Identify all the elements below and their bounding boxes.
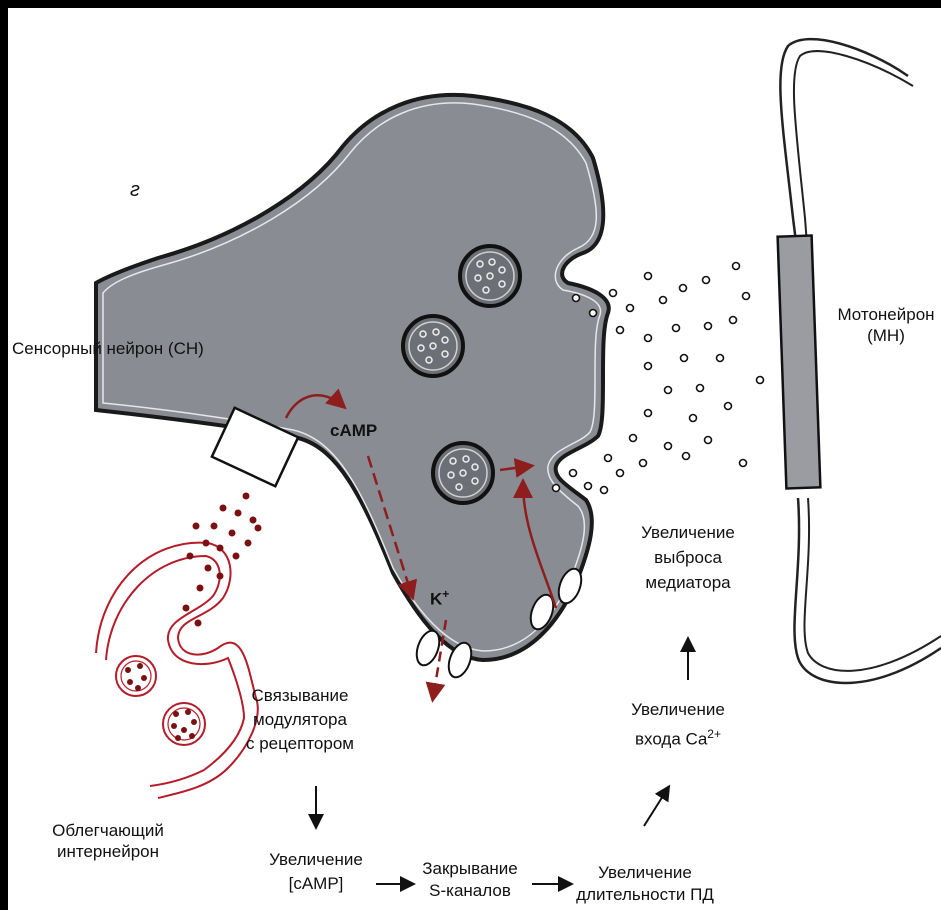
binding-step-line3: с рецептором	[240, 732, 360, 756]
synapse-diagram	[8, 8, 941, 910]
ca-entry-word: входа	[635, 730, 681, 749]
k-ion-charge: +	[442, 587, 449, 601]
k-ion: K	[430, 590, 442, 609]
interneuron-label-line2: интернейрон	[38, 841, 178, 862]
motor-neuron-label-line1: Мотонейрон	[828, 304, 941, 325]
motor-neuron-label-line2: (МН)	[828, 325, 941, 346]
release-line2: выброса	[628, 545, 748, 570]
vesicle	[460, 246, 520, 306]
sensory-neuron-label: Сенсорный нейрон (СН)	[12, 338, 204, 359]
ca-ion: Ca	[686, 730, 708, 749]
s-channel-closing-step: Закрывание S-каналов	[412, 858, 528, 902]
panel-letter: г	[130, 180, 140, 201]
interneuron-vesicle	[163, 703, 205, 745]
ca-entry-line1: Увеличение	[618, 698, 738, 722]
ca-entry-line2: входа Ca2+	[618, 722, 738, 752]
release-step: Увеличение выброса медиатора	[628, 520, 748, 595]
postsynaptic-membrane	[778, 235, 821, 488]
camp-increase-line1: Увеличение	[258, 848, 374, 872]
motor-neuron-label: Мотонейрон (МН)	[828, 304, 941, 346]
interneuron-label-line1: Облегчающий	[38, 820, 178, 841]
s-channel-closing-line2: S-каналов	[412, 880, 528, 902]
ap-duration-step: Увеличение длительности ПД	[570, 862, 720, 906]
ap-duration-line1: Увеличение	[570, 862, 720, 884]
s-channel-closing-line1: Закрывание	[412, 858, 528, 880]
interneuron-label: Облегчающий интернейрон	[38, 820, 178, 862]
release-line1: Увеличение	[628, 520, 748, 545]
release-line3: медиатора	[628, 570, 748, 595]
camp-increase-line2: [cAMP]	[258, 872, 374, 896]
ca-entry-step: Увеличение входа Ca2+	[618, 698, 738, 752]
k-ion-label: K+	[430, 584, 449, 610]
vesicle	[403, 316, 463, 376]
camp-increase-step: Увеличение [cAMP]	[258, 848, 374, 896]
ca-ion-charge: 2+	[707, 727, 721, 741]
modulator	[183, 493, 262, 627]
binding-step: Связывание модулятора с рецептором	[240, 684, 360, 756]
camp-label: cAMP	[330, 420, 377, 441]
binding-step-line1: Связывание	[240, 684, 360, 708]
binding-step-line2: модулятора	[240, 708, 360, 732]
ap-duration-line2: длительности ПД	[570, 884, 720, 906]
sensory-neuron-terminal	[96, 95, 609, 660]
figure-canvas: г Сенсорный нейрон (СН) Мотонейрон (МН) …	[8, 8, 941, 910]
interneuron-vesicle	[116, 656, 156, 696]
vesicle	[433, 443, 493, 503]
